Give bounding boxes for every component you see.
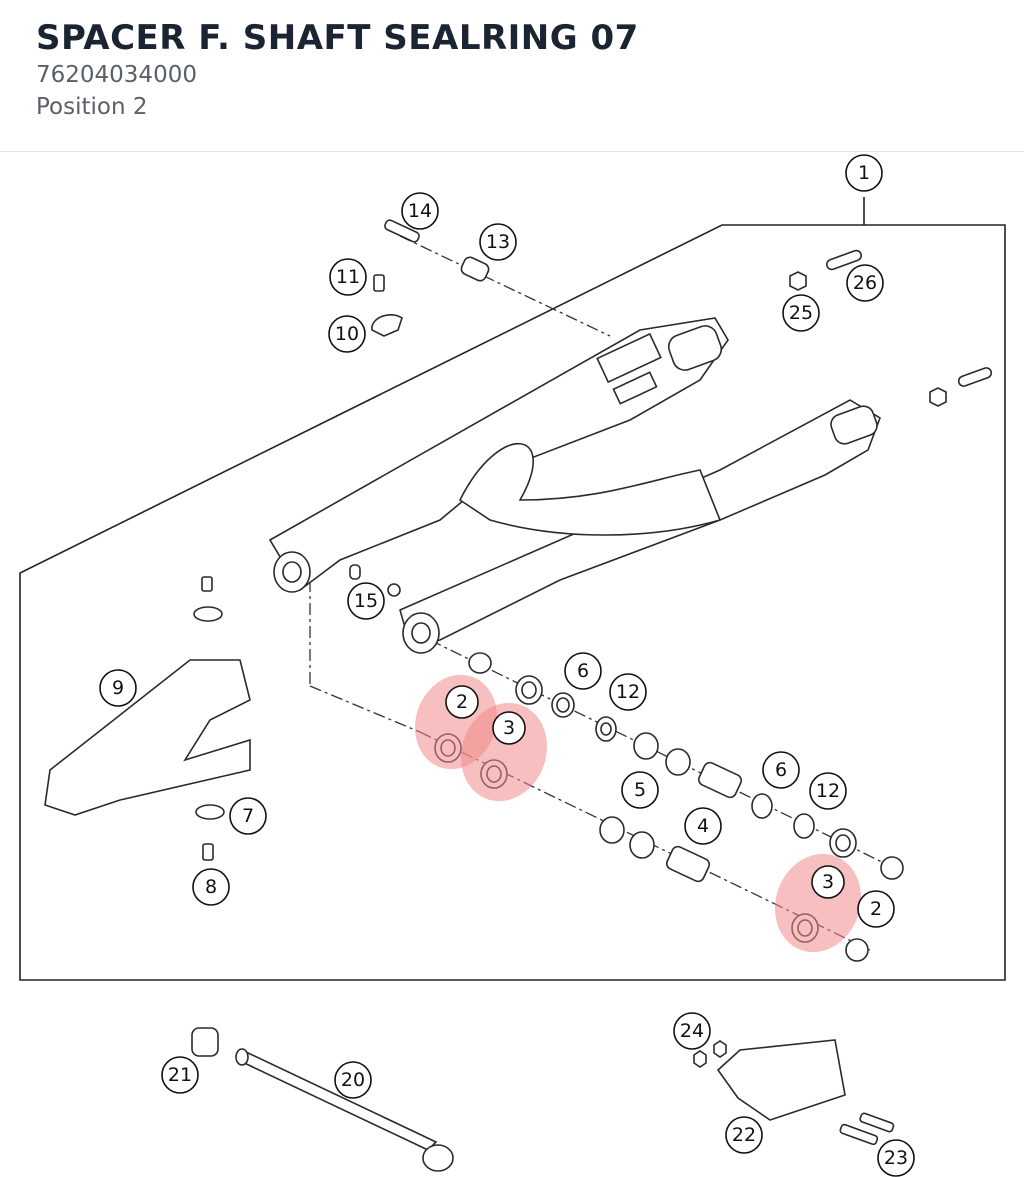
svg-text:8: 8 xyxy=(205,876,217,898)
swingarm xyxy=(268,317,881,654)
svg-text:9: 9 xyxy=(112,677,124,699)
washer-upper xyxy=(193,606,223,622)
callout-1: 1 xyxy=(845,154,883,192)
nut-21 xyxy=(191,1027,219,1057)
svg-text:4: 4 xyxy=(697,815,709,837)
svg-text:6: 6 xyxy=(775,759,787,781)
bolt-14 xyxy=(384,219,420,243)
callout-6-lower: 6 xyxy=(762,751,800,789)
svg-text:3: 3 xyxy=(503,717,515,739)
callout-24: 24 xyxy=(673,1012,711,1050)
nut-25 xyxy=(789,271,807,291)
callout-layer: 1 14 13 11 10 26 25 15 9 6 12 2 3 5 6 12… xyxy=(99,154,915,1177)
svg-text:23: 23 xyxy=(884,1147,908,1169)
callout-8: 7 xyxy=(229,797,267,835)
svg-text:11: 11 xyxy=(336,266,360,288)
svg-text:15: 15 xyxy=(354,590,378,612)
nut-15 xyxy=(387,583,401,597)
callout-7: 9 xyxy=(99,669,137,707)
callout-9: 8 xyxy=(192,868,230,906)
callout-13: 13 xyxy=(479,223,517,261)
svg-text:14: 14 xyxy=(408,200,432,222)
callout-20: 20 xyxy=(334,1061,372,1099)
nut-24a xyxy=(693,1050,707,1068)
nut-24b xyxy=(713,1040,727,1058)
chain-slider-22 xyxy=(716,1039,846,1121)
callout-15: 15 xyxy=(347,582,385,620)
callout-10: 10 xyxy=(328,315,366,353)
bolt-23a xyxy=(839,1123,879,1146)
callout-11: 11 xyxy=(329,258,367,296)
svg-text:10: 10 xyxy=(335,323,359,345)
hardware-parts xyxy=(193,219,993,861)
part-number: 76204034000 xyxy=(36,62,197,88)
svg-text:25: 25 xyxy=(789,302,813,324)
screw-upper xyxy=(201,576,213,592)
callout-2-upper: 2 xyxy=(445,685,479,719)
pin-right xyxy=(957,367,993,387)
washer-8 xyxy=(195,804,225,820)
svg-text:26: 26 xyxy=(853,272,877,294)
svg-text:2: 2 xyxy=(456,691,468,713)
callout-25: 25 xyxy=(782,294,820,332)
svg-text:5: 5 xyxy=(634,779,646,801)
callout-2-lower: 2 xyxy=(857,890,895,928)
svg-text:24: 24 xyxy=(680,1020,704,1042)
svg-text:22: 22 xyxy=(732,1124,756,1146)
clip-10 xyxy=(371,314,403,337)
header: SPACER F. SHAFT SEALRING 07 76204034000 … xyxy=(0,0,1024,152)
callout-26: 26 xyxy=(846,264,884,302)
svg-text:21: 21 xyxy=(168,1064,192,1086)
screw-9 xyxy=(202,843,214,861)
svg-text:13: 13 xyxy=(486,231,510,253)
callout-21: 21 xyxy=(161,1056,199,1094)
svg-text:3: 3 xyxy=(822,871,834,893)
svg-text:2: 2 xyxy=(870,898,882,920)
plug-15 xyxy=(349,564,361,580)
bolt-23b xyxy=(859,1112,895,1133)
callout-22: 22 xyxy=(725,1116,763,1154)
pin-26 xyxy=(825,249,863,271)
position-label: Position 2 xyxy=(36,94,148,120)
callout-6: 6 xyxy=(564,652,602,690)
callout-12: 12 xyxy=(609,673,647,711)
svg-text:1: 1 xyxy=(858,162,870,184)
callout-12-lower: 12 xyxy=(809,772,847,810)
callout-4: 4 xyxy=(684,807,722,845)
callout-3-upper: 3 xyxy=(492,711,526,745)
bushing-13 xyxy=(460,256,490,282)
callout-14: 14 xyxy=(401,192,439,230)
callout-3-lower: 3 xyxy=(811,865,845,899)
assembly-frame xyxy=(19,197,1006,981)
svg-text:7: 7 xyxy=(242,805,254,827)
svg-text:20: 20 xyxy=(341,1069,365,1091)
screw-11 xyxy=(373,274,385,292)
svg-text:12: 12 xyxy=(616,681,640,703)
axle-20 xyxy=(236,1051,438,1151)
lower-parts xyxy=(191,1027,895,1172)
chain-guide-7 xyxy=(44,659,251,816)
callout-5: 5 xyxy=(621,771,659,809)
nut-right xyxy=(929,387,947,407)
page-title: SPACER F. SHAFT SEALRING 07 xyxy=(36,18,639,58)
svg-text:12: 12 xyxy=(816,780,840,802)
callout-23: 23 xyxy=(877,1139,915,1177)
svg-text:6: 6 xyxy=(577,660,589,682)
